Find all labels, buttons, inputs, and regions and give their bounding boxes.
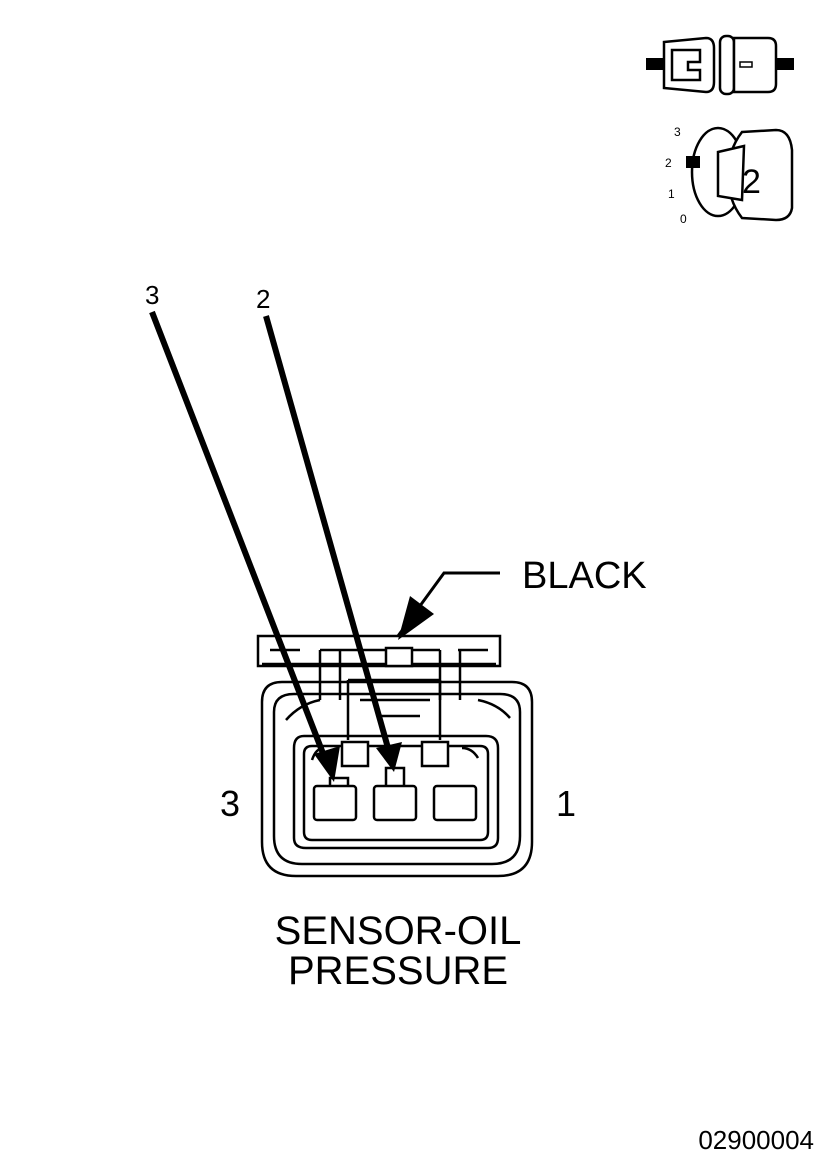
pin-label-left: 3 — [220, 783, 240, 824]
figure-id: 02900004 — [698, 1125, 814, 1155]
connector-title-line2: PRESSURE — [288, 949, 508, 993]
cavity-locator-icon — [686, 126, 794, 222]
wire-2-label: 2 — [256, 284, 270, 314]
scale-label-1: 1 — [668, 187, 675, 201]
connector-locator-icon — [646, 34, 794, 96]
connector-color-label: BLACK — [522, 555, 647, 597]
wire-3-leader — [149, 310, 340, 782]
connector-body — [256, 634, 534, 878]
color-leader-line — [396, 571, 500, 640]
scale-label-2: 2 — [665, 156, 672, 170]
wire-2-leader — [263, 315, 402, 772]
scale-label-3: 3 — [674, 125, 681, 139]
wire-3-label: 3 — [145, 280, 159, 310]
pin-label-right: 1 — [556, 783, 576, 824]
connector-title-line1: SENSOR-OIL — [275, 909, 522, 953]
cavity-count-label: 2 — [742, 163, 761, 201]
scale-label-0: 0 — [680, 212, 687, 226]
